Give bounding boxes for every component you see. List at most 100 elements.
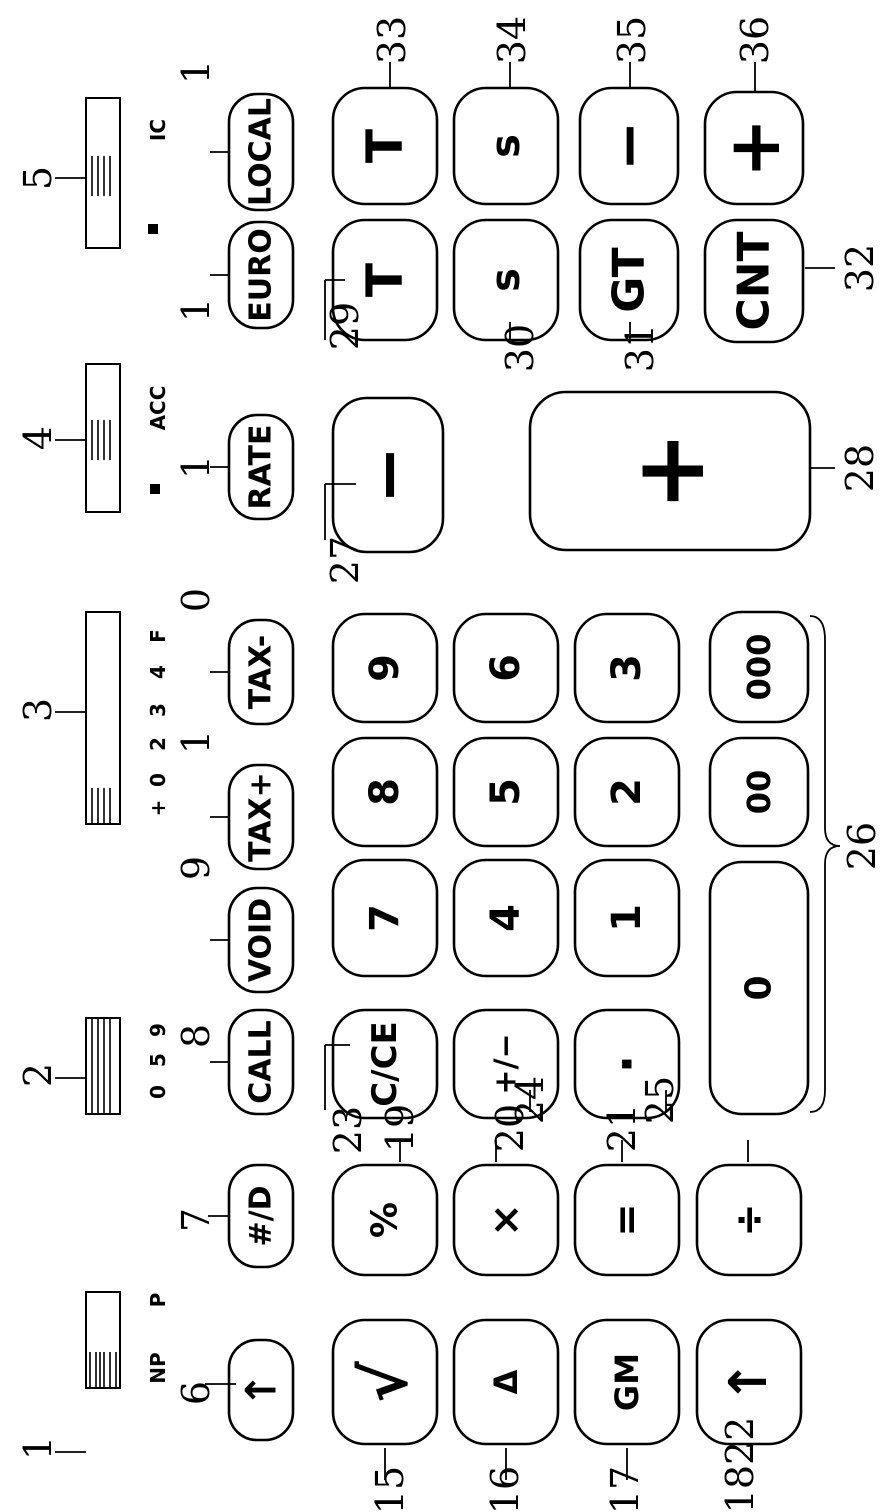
callout-1-rate: 1 <box>174 455 218 479</box>
key-t-right[interactable]: T <box>331 86 439 206</box>
callout-26: 26 <box>840 822 884 870</box>
callout-32: 32 <box>838 244 882 292</box>
key-tax-minus[interactable]: TAX- <box>227 618 295 726</box>
key-local[interactable]: LOCAL <box>227 92 295 212</box>
key-call[interactable]: CALL <box>227 1008 295 1116</box>
key-equals[interactable]: = <box>573 1163 681 1277</box>
key-hash-d[interactable]: #/D <box>227 1163 295 1269</box>
key-5-label: 5 <box>483 778 529 806</box>
key-00-label: 00 <box>740 770 778 815</box>
callout-30: 30 <box>498 324 542 372</box>
key-cnt-label: CNT <box>729 231 780 330</box>
switch-label-3: 3 <box>146 703 170 717</box>
key-cnt[interactable]: CNT <box>703 218 805 344</box>
key-gt[interactable]: GT <box>578 218 680 342</box>
key-arrow-up-bottom[interactable]: ↑ <box>695 1318 803 1446</box>
callout-25: 25 <box>638 1076 682 1124</box>
key-delta[interactable]: Δ <box>452 1318 560 1446</box>
key-tax-minus-label: TAX- <box>244 635 279 710</box>
switch-label-plus: + <box>146 800 170 817</box>
key-8-label: 8 <box>362 778 408 806</box>
switch-label-9: 9 <box>146 1023 170 1037</box>
callout-31: 31 <box>618 324 662 372</box>
key-divide-label: ÷ <box>726 1203 772 1237</box>
key-9[interactable]: 9 <box>331 612 439 724</box>
key-4[interactable]: 4 <box>452 858 560 978</box>
key-plus-minus[interactable]: +/− <box>452 1008 560 1120</box>
key-gt-label: GT <box>604 247 655 312</box>
key-decimal[interactable]: · <box>573 1008 681 1120</box>
switch-np-p[interactable] <box>85 1291 121 1389</box>
key-2-label: 2 <box>604 778 650 806</box>
key-minus-small[interactable]: − <box>578 86 680 206</box>
key-up-arrow[interactable]: ↑ <box>227 1338 295 1442</box>
key-5[interactable]: 5 <box>452 736 560 848</box>
callout-leader-lines <box>55 62 835 1480</box>
switch-ic[interactable] <box>85 97 121 249</box>
switch-dot-ic <box>148 224 158 234</box>
key-decimal-label: · <box>598 1055 656 1074</box>
key-percent[interactable]: % <box>331 1163 439 1277</box>
key-rate[interactable]: RATE <box>227 413 295 521</box>
switch-label-p: P <box>146 1293 170 1308</box>
key-tax-plus-label: TAX+ <box>244 772 279 862</box>
callout-20: 20 <box>488 1104 532 1152</box>
key-0-label: 0 <box>739 975 780 1000</box>
key-plus-big[interactable]: + <box>528 390 812 552</box>
key-void[interactable]: VOID <box>227 886 295 994</box>
switch-decimal[interactable] <box>85 1017 121 1115</box>
key-9-label: 9 <box>362 654 408 682</box>
key-c-ce[interactable]: C/CE <box>331 1008 439 1120</box>
key-c-ce-label: C/CE <box>365 1021 405 1107</box>
bracket-26 <box>809 615 841 1113</box>
callout-1-tax-plus: 1 <box>174 730 218 754</box>
key-minus-big[interactable]: − <box>331 396 445 554</box>
key-s-left[interactable]: s <box>452 218 560 342</box>
switch-acc[interactable] <box>85 363 121 513</box>
key-euro[interactable]: EURO <box>227 220 295 330</box>
callout-1-euro: 1 <box>174 298 218 322</box>
callout-19: 19 <box>378 1104 422 1152</box>
key-s-right[interactable]: s <box>452 86 560 206</box>
key-000-label: 000 <box>740 634 778 701</box>
switch-label-4: 4 <box>146 665 170 679</box>
callout-8: 8 <box>174 1024 218 1048</box>
callout-6: 6 <box>174 1381 218 1405</box>
key-s-left-label: s <box>483 268 529 292</box>
key-000[interactable]: 000 <box>708 610 810 724</box>
key-6[interactable]: 6 <box>452 612 560 724</box>
switch-label-2: 2 <box>146 737 170 751</box>
callout-1822: 1822 <box>718 1417 762 1512</box>
key-3[interactable]: 3 <box>573 612 681 724</box>
callout-4: 4 <box>16 426 60 450</box>
switch-rounding[interactable] <box>85 611 121 825</box>
key-1[interactable]: 1 <box>573 858 681 978</box>
switch-label-np: NP <box>146 1352 170 1383</box>
key-0[interactable]: 0 <box>708 860 810 1116</box>
key-3-label: 3 <box>604 654 650 682</box>
key-times[interactable]: × <box>452 1163 560 1277</box>
switch-label-0: 0 <box>146 1085 170 1099</box>
key-7[interactable]: 7 <box>331 858 439 978</box>
key-00[interactable]: 00 <box>708 736 810 848</box>
key-t-right-label: T <box>356 129 414 163</box>
key-2[interactable]: 2 <box>573 736 681 848</box>
key-t-left[interactable]: T <box>331 218 439 342</box>
key-local-label: LOCAL <box>244 98 279 206</box>
key-8[interactable]: 8 <box>331 736 439 848</box>
key-minus-big-label: − <box>347 446 429 505</box>
key-sqrt[interactable]: √ <box>331 1318 439 1446</box>
switch-label-5: 5 <box>146 1053 170 1067</box>
key-gm[interactable]: GM <box>573 1318 681 1446</box>
key-tax-plus[interactable]: TAX+ <box>227 763 295 871</box>
callout-15: 15 <box>368 1466 412 1512</box>
delta-icon: Δ <box>487 1369 525 1394</box>
key-6-label: 6 <box>483 654 529 682</box>
callout-36: 36 <box>733 16 777 64</box>
key-divide[interactable]: ÷ <box>695 1163 803 1277</box>
callout-35: 35 <box>610 16 654 64</box>
arrow-up-icon: ↑ <box>719 1360 779 1404</box>
key-plus-small[interactable]: + <box>703 90 805 206</box>
callout-3: 3 <box>16 698 60 722</box>
